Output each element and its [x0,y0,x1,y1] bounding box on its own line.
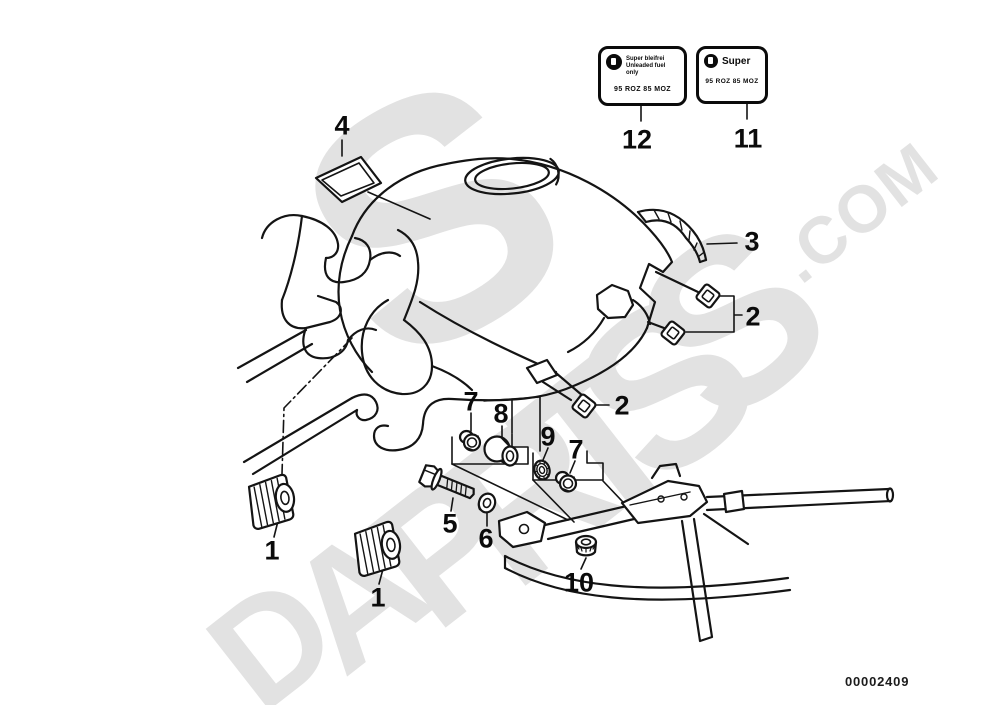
document-number: 00002409 [845,674,910,689]
flange-nut-10 [574,534,598,557]
sticker12-line1: Super bleifrei [626,56,665,62]
callout-12: 12 [621,124,653,155]
pad-2-right-lower [660,320,686,346]
trim-strip-3 [636,208,708,264]
fuel-pump-icon [606,54,622,70]
callout-3: 3 [744,226,760,257]
fairing-detail-lines [236,214,558,476]
fuel-sticker-11: Super 95 ROZ 85 MOZ [696,46,768,104]
callout-7-right: 7 [568,434,584,465]
callout-2-bottom: 2 [614,390,630,421]
fuel-tank-outline [337,157,674,452]
grommet-9 [533,459,551,481]
callout-10: 10 [563,567,595,598]
sticker12-line2: Unleaded fuel only [626,63,666,76]
sticker11-line2: 95 ROZ 85 MOZ [705,78,759,85]
pad-4 [314,155,431,220]
sticker12-line3: 95 ROZ 85 MOZ [614,86,671,93]
knob-1-left [247,473,296,530]
callout-7-left: 7 [463,386,479,417]
fuel-pump-icon [704,54,718,68]
front-mount-tab [525,358,585,402]
callout-5: 5 [442,508,458,539]
centerline-dash-dot [281,337,353,475]
filler-cap [464,156,560,196]
bushing-8 [483,435,519,467]
callout-6: 6 [478,523,494,554]
callout-8: 8 [493,398,509,429]
rear-mount-details [566,270,700,354]
cap-nut-7-left [458,429,482,452]
knob-1-right [353,520,402,577]
callout-1-right: 1 [370,582,386,613]
washer-6 [477,492,497,514]
bolt-5 [418,464,475,500]
frame-assembly [497,462,895,643]
fuel-sticker-12: Super bleifrei Unleaded fuel only 95 ROZ… [598,46,687,106]
sticker11-line1: Super [722,55,751,67]
callout-9: 9 [540,421,556,452]
callout-11: 11 [733,123,763,154]
callout-2-right: 2 [745,301,761,332]
cap-nut-7-right [554,470,578,493]
pad-2-right-upper [695,283,721,309]
callout-4: 4 [334,110,350,141]
callout-1-left: 1 [264,535,280,566]
pad-2-bottom [571,393,597,419]
